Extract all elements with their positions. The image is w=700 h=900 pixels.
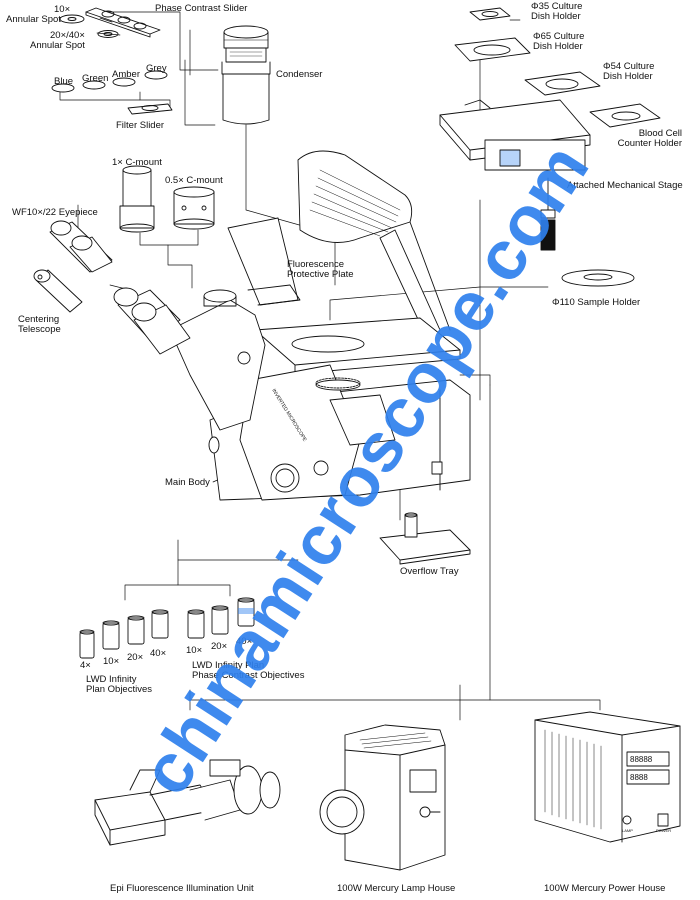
fluorescence-plate-part [227, 217, 301, 306]
objective-20x [127, 615, 145, 645]
sample-holder-part [561, 269, 635, 287]
label-phi54-1: Φ54 Culture [603, 61, 655, 72]
eyepiece-part [49, 220, 113, 273]
c-mount-1x-part [119, 165, 155, 233]
label-annular-spot-10x: Annular Spot [6, 14, 61, 25]
label-phi65-1: Φ65 Culture [533, 31, 585, 42]
label-mechanical-stage: Attached Mechanical Stage [567, 180, 683, 191]
objective-10x [102, 620, 120, 650]
plan-objectives-group [79, 609, 169, 659]
label-annular-spot-2040x: Annular Spot [30, 40, 85, 51]
label-annular-10x: 10× [54, 4, 71, 15]
mechanical-stage-part [439, 99, 591, 251]
lamp-switch-label: LAMP [622, 828, 633, 833]
label-green: Green [82, 73, 109, 84]
pc-objective-20x [211, 605, 229, 635]
label-lwd-1: LWD Infinity [86, 674, 137, 685]
filter-slider-part [127, 103, 173, 115]
label-epi-unit: Epi Fluorescence Illumination Unit [110, 883, 254, 894]
label-lwd-pc-2: Phase Contrast Objectives [192, 670, 305, 681]
phase-contrast-slider-part [85, 7, 161, 38]
objective-40x [151, 609, 169, 639]
label-annular-2040x: 20×/40× [50, 30, 85, 41]
lamp-house-part [319, 724, 446, 871]
epi-fluorescence-unit-part [94, 759, 281, 846]
label-lwd-2: Plan Objectives [86, 684, 153, 695]
power-display-2: 8888 [630, 773, 648, 782]
phase-objectives-group [187, 597, 255, 639]
label-centering-2: Telescope [18, 324, 61, 335]
label-fluorescence-1: Fluorescence [287, 259, 345, 270]
phi54-dish-holder-part [524, 71, 601, 96]
label-phi65-2: Dish Holder [533, 41, 583, 52]
blood-cell-holder-part [589, 103, 661, 128]
power-house-part: 88888 8888 LAMP POWER [534, 711, 681, 843]
centering-telescope-part [33, 269, 83, 313]
label-power-house: 100W Mercury Power House [544, 883, 666, 894]
label-obj-4x: 4× [80, 660, 91, 671]
leader-lines [59, 11, 601, 721]
label-main-body: Main Body [165, 477, 210, 488]
label-pc-obj-20x: 20× [211, 641, 228, 652]
overflow-tray-part [379, 512, 471, 565]
c-mount-05x-part [173, 186, 215, 230]
filter-discs [51, 70, 168, 93]
pc-objective-10x [187, 609, 205, 639]
phi35-dish-holder-part [469, 7, 511, 21]
phi65-dish-holder-part [454, 37, 531, 62]
label-phi54-2: Dish Holder [603, 71, 653, 82]
power-switch-label: POWER [656, 828, 671, 833]
pc-objective-40x [237, 597, 255, 627]
label-lamp-house: 100W Mercury Lamp House [337, 883, 456, 894]
objective-4x [79, 629, 95, 659]
label-centering-1: Centering [18, 314, 60, 325]
microscope-body: INVERTED MICROSCOPE [113, 150, 471, 501]
label-blood-cell-2: Counter Holder [617, 138, 682, 149]
label-eyepiece: WF10×/22 Eyepiece [12, 207, 98, 218]
label-blue: Blue [54, 76, 74, 87]
label-lwd-pc-1: LWD Infinity Plan [192, 660, 265, 671]
annular-spot-rings [59, 14, 119, 38]
label-obj-10x: 10× [103, 656, 120, 667]
condenser-part [221, 25, 271, 125]
label-c-mount-05x: 0.5× C-mount [165, 175, 223, 186]
label-phi35-2: Dish Holder [531, 11, 581, 22]
label-obj-40x: 40× [150, 648, 167, 659]
label-overflow-tray: Overflow Tray [400, 566, 459, 577]
label-blood-cell-1: Blood Cell [638, 128, 682, 139]
label-obj-20x: 20× [127, 652, 144, 663]
label-fluorescence-2: Protective Plate [287, 269, 354, 280]
label-phi35-1: Φ35 Culture [531, 1, 583, 12]
label-pc-obj-40x: 40× [236, 636, 253, 647]
label-sample-holder: Φ110 Sample Holder [552, 297, 641, 308]
label-phase-contrast-slider: Phase Contrast Slider [155, 3, 248, 14]
label-amber: Amber [112, 69, 140, 80]
label-filter-slider: Filter Slider [116, 120, 165, 131]
label-grey: Grey [146, 63, 167, 74]
label-condenser: Condenser [276, 69, 323, 80]
power-display-1: 88888 [630, 755, 653, 764]
label-pc-obj-10x: 10× [186, 645, 203, 656]
label-c-mount-1x: 1× C-mount [112, 157, 162, 168]
